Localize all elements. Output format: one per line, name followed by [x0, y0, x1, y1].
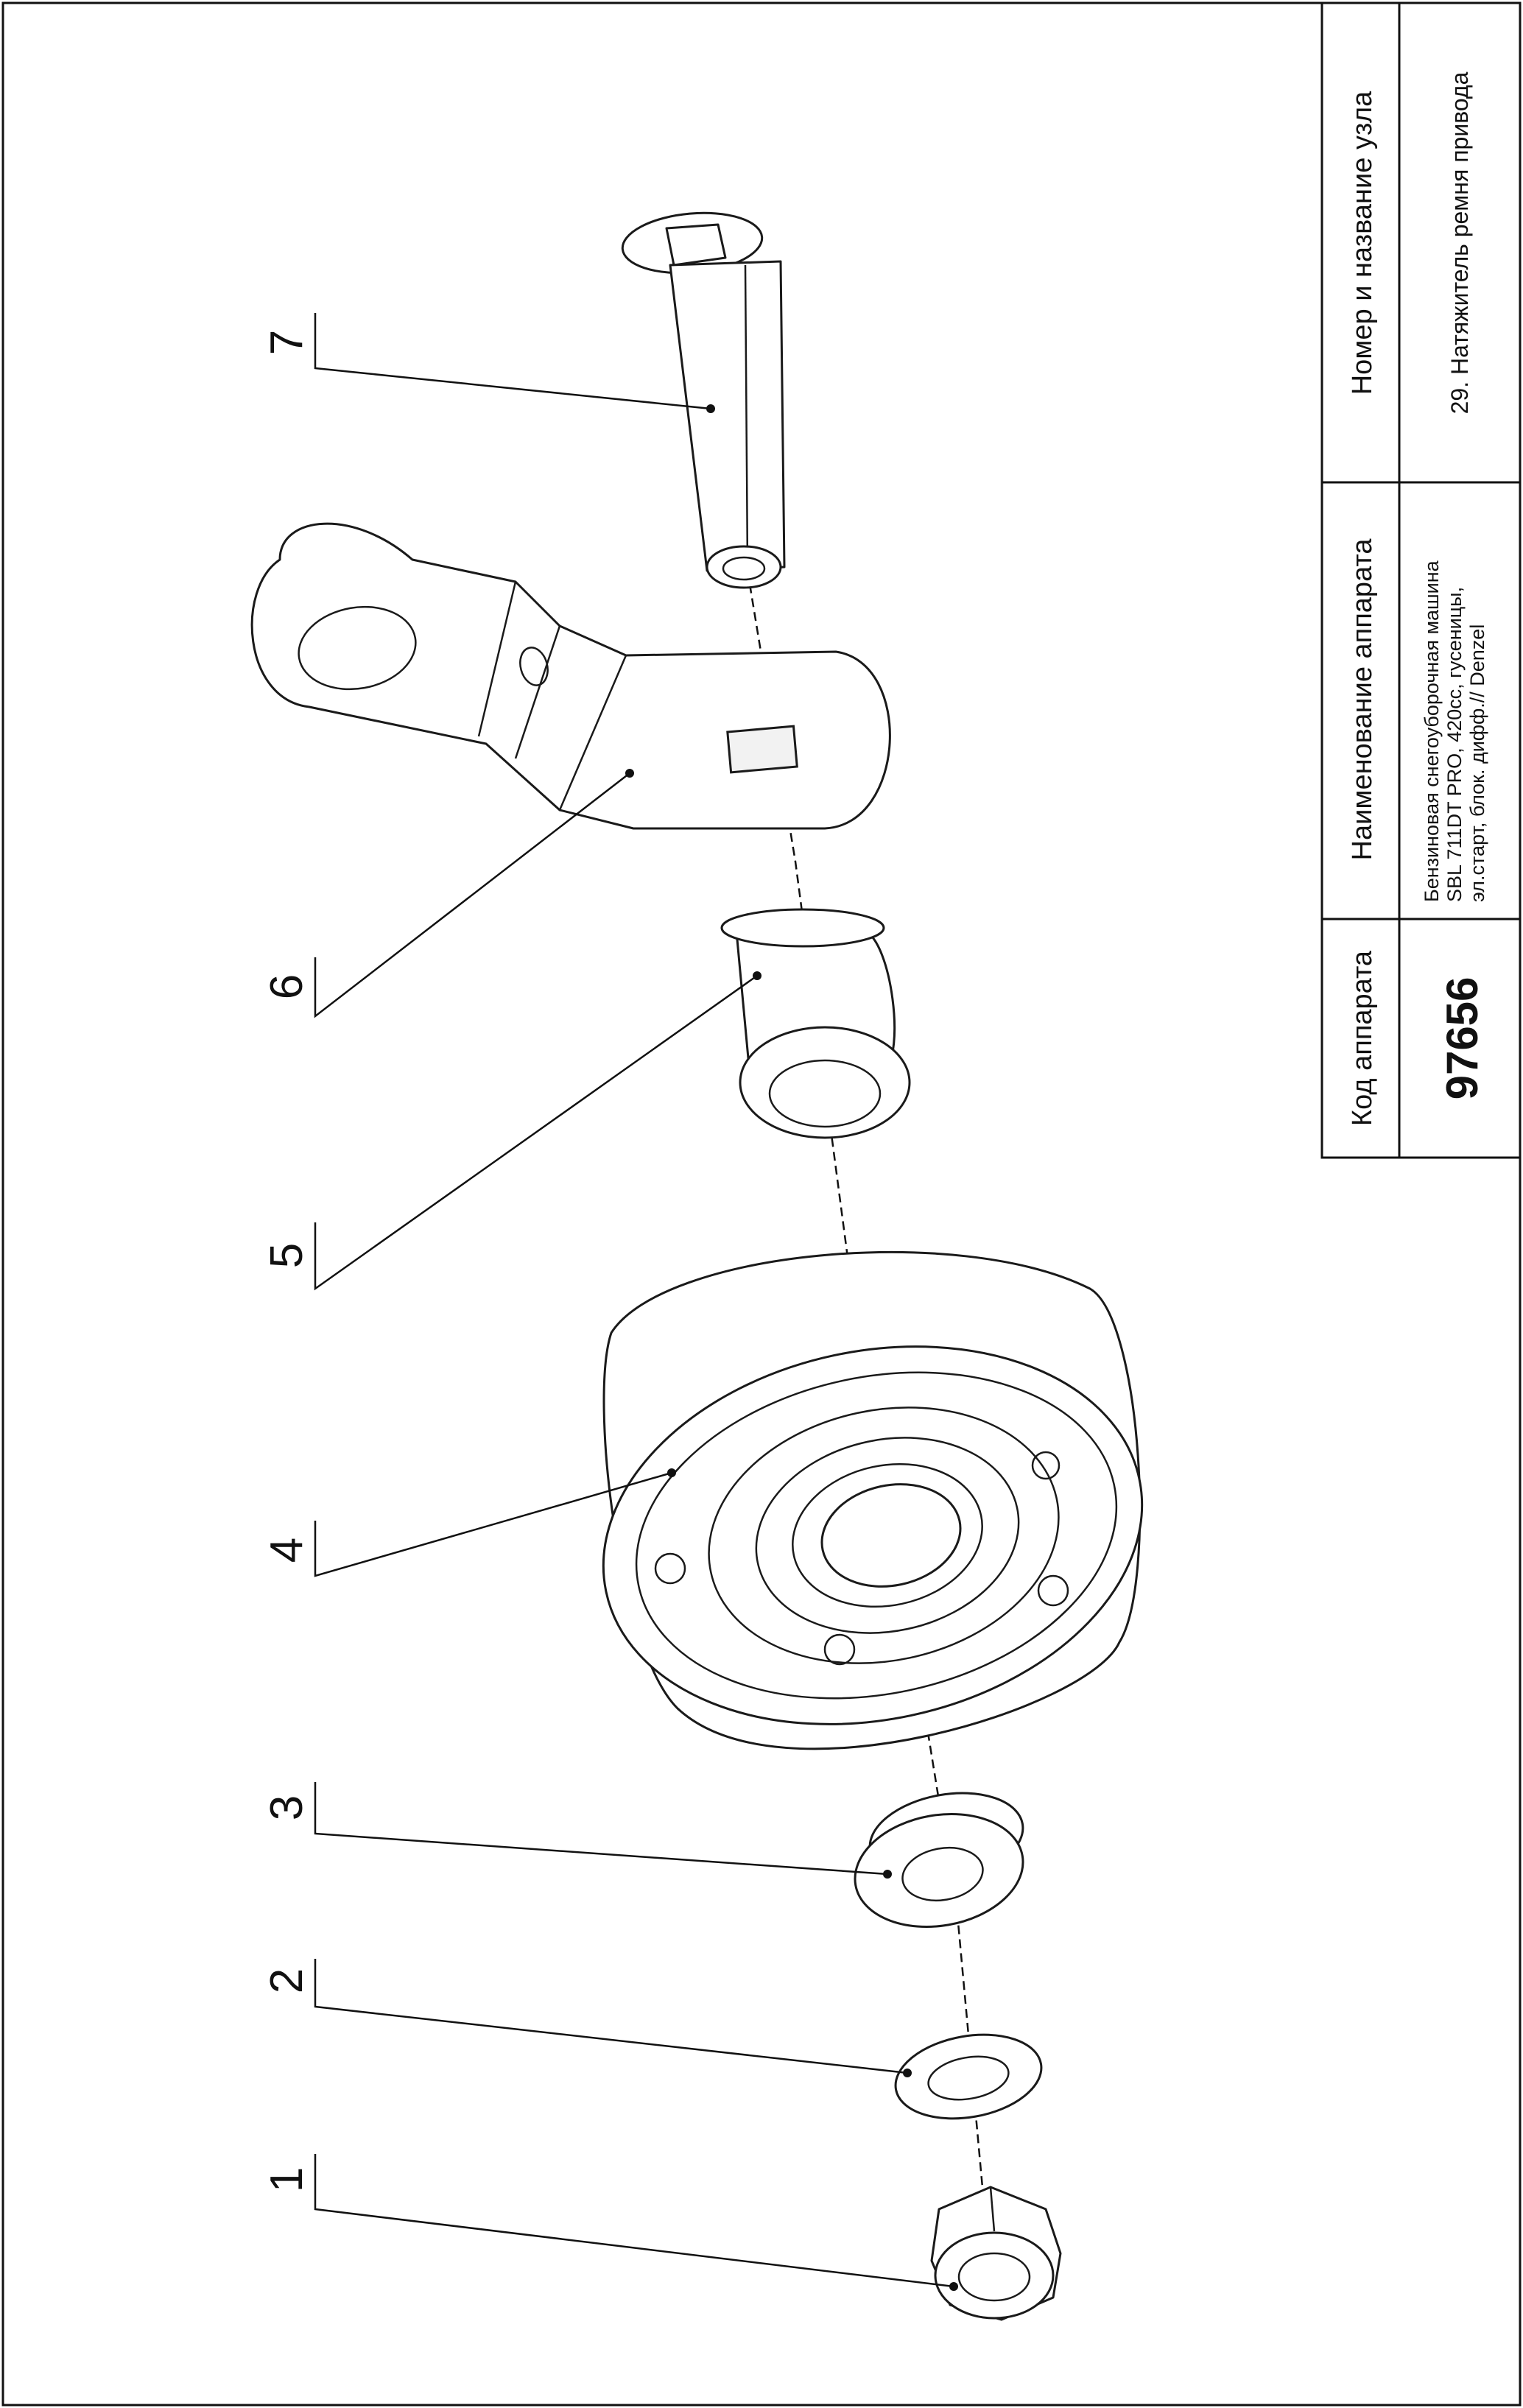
- callout-2: 2: [261, 1968, 312, 1993]
- part-pulley: [602, 1250, 1144, 1750]
- part-bracket: [250, 522, 891, 830]
- part-sleeve: [720, 908, 911, 1139]
- callout-4: 4: [261, 1538, 312, 1563]
- part-bolt: [621, 211, 786, 589]
- code-header: Код аппарата: [1347, 950, 1378, 1126]
- part-nut: [930, 2186, 1062, 2321]
- name-line-2: SBL 711DT PRO, 420cc, гусеницы,: [1443, 587, 1466, 902]
- callout-1: 1: [261, 2167, 312, 2192]
- name-header: Наименование аппарата: [1347, 538, 1378, 861]
- callout-7: 7: [261, 330, 312, 355]
- leader-lines: [314, 313, 958, 2291]
- part-bushing: [854, 1792, 1024, 1929]
- callout-6: 6: [261, 974, 312, 999]
- title-block: Номер и название узла 29. Натяжитель рем…: [1320, 1, 1522, 1159]
- part-washer: [894, 2033, 1043, 2120]
- callout-5: 5: [261, 1243, 312, 1268]
- code-value: 97656: [1438, 977, 1487, 1100]
- name-line-1: Бензиновая снегоуборочная машина: [1421, 560, 1443, 902]
- callout-3: 3: [261, 1795, 312, 1820]
- node-value: 29. Натяжитель ремня привода: [1446, 71, 1473, 414]
- node-header: Номер и название узла: [1347, 91, 1378, 395]
- name-line-3: эл.старт, блок. дифф.// Denzel: [1466, 624, 1488, 902]
